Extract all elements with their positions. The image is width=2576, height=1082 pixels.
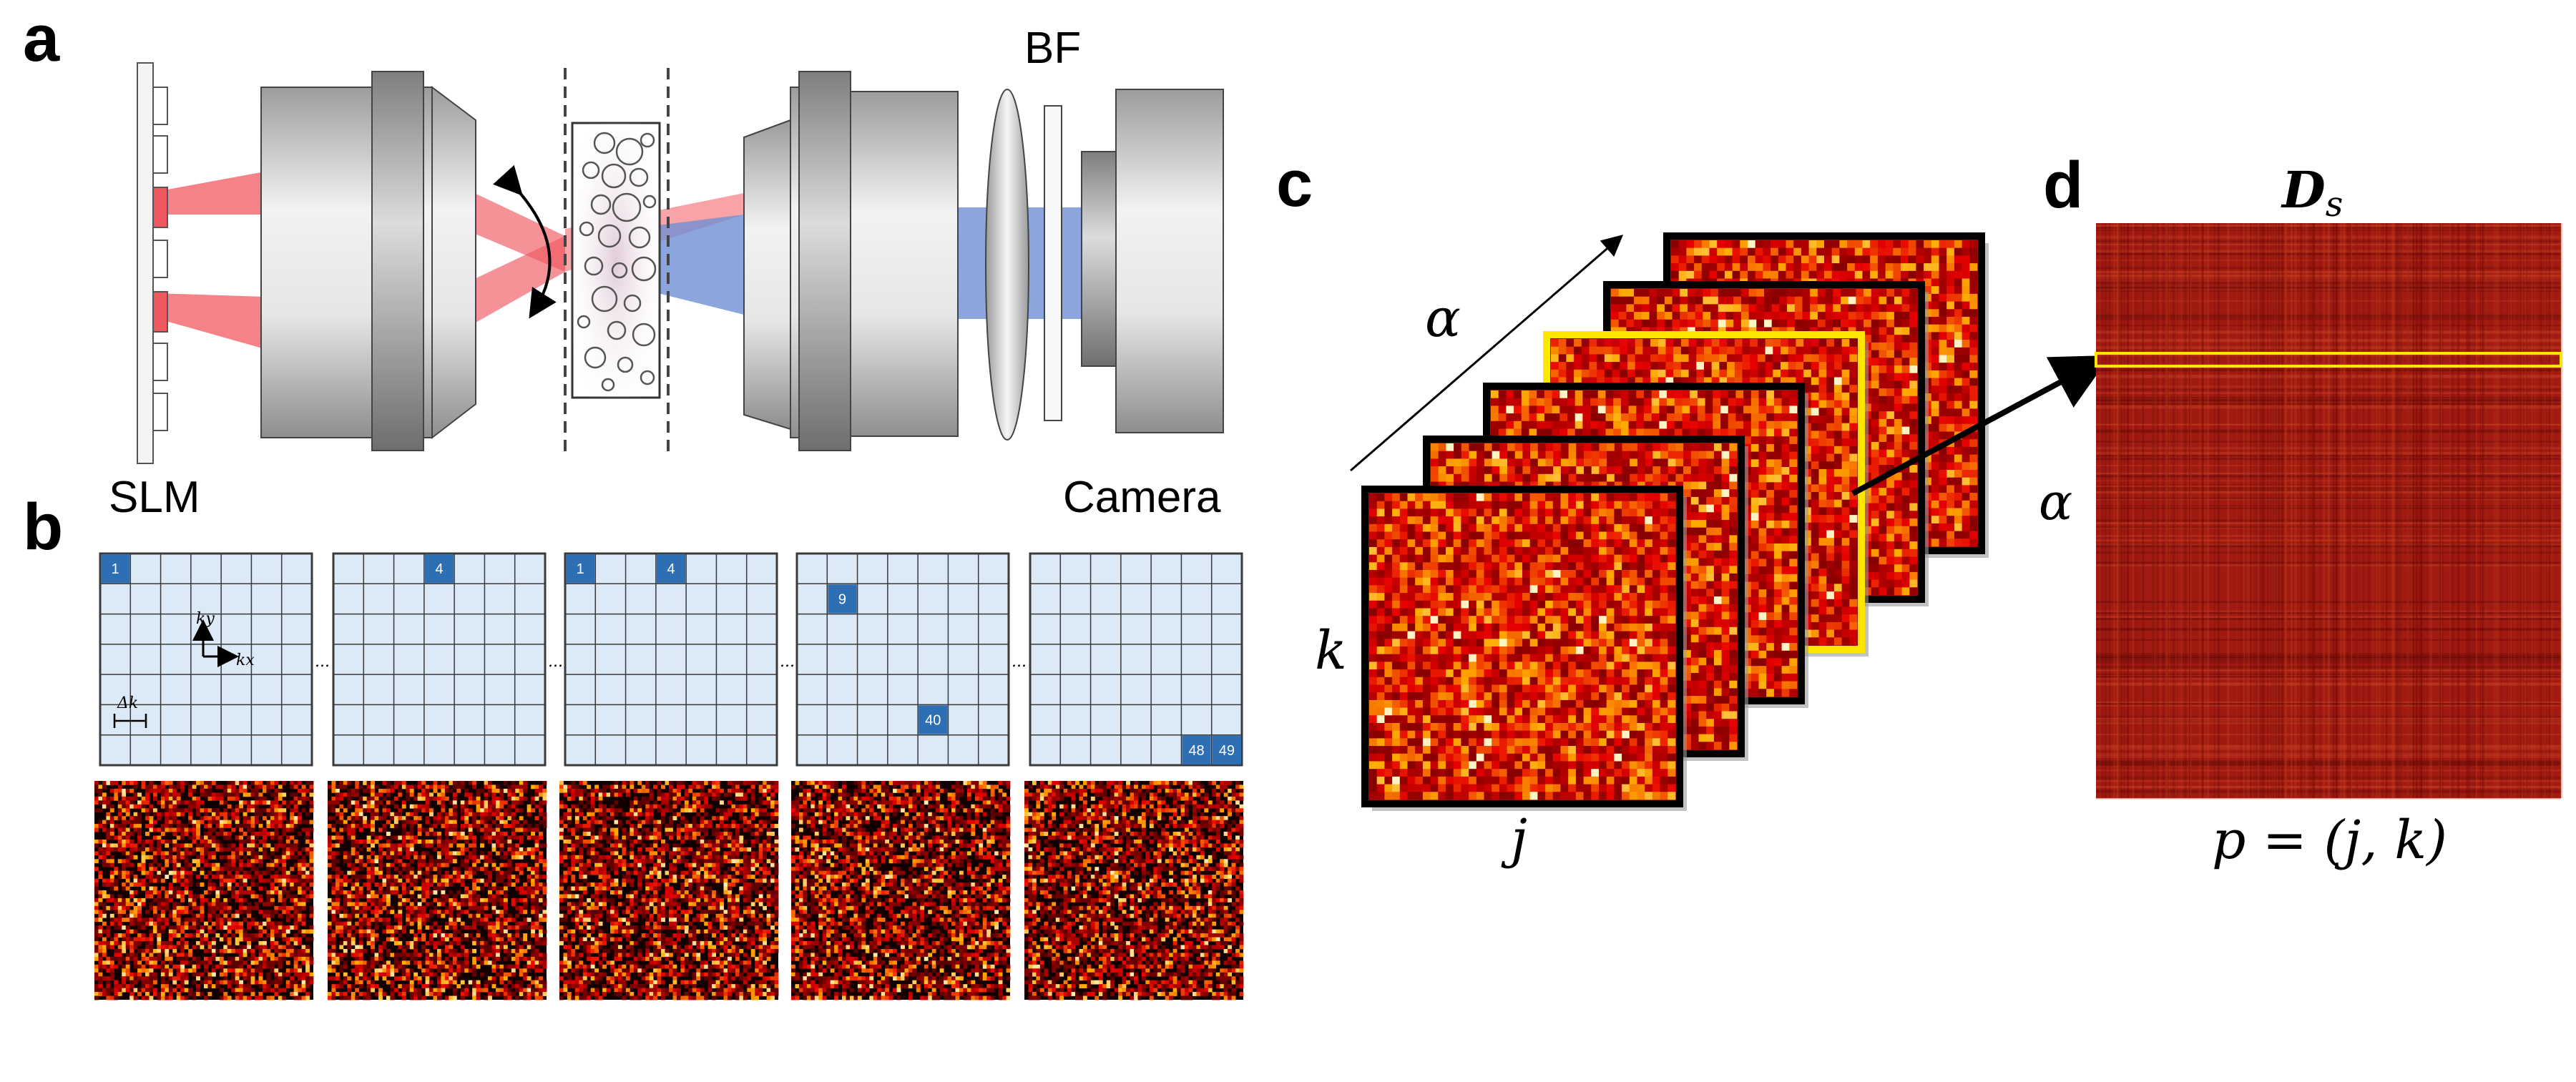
pattern-grid-2: 4 xyxy=(332,552,547,767)
slm-device xyxy=(137,62,168,464)
delta-k-bracket xyxy=(113,714,147,728)
cell-number: 49 xyxy=(1219,743,1235,759)
cell-number: 1 xyxy=(577,561,584,577)
active-cell xyxy=(656,554,686,584)
ellipsis: ... xyxy=(1012,653,1027,671)
k-axis-label: k xyxy=(1315,620,1347,682)
active-cell xyxy=(828,584,857,614)
speckle-image-4 xyxy=(791,781,1011,1000)
panel-a-label: a xyxy=(23,2,60,75)
camera-label: Camera xyxy=(1063,473,1221,522)
matrix-title: Ds xyxy=(2281,160,2343,225)
speckle-image-3 xyxy=(559,781,779,1000)
panel-d-label: d xyxy=(2043,149,2083,222)
speckle-images xyxy=(94,781,1244,1000)
speckle-image-5 xyxy=(1024,781,1244,1000)
slm-label: SLM xyxy=(109,473,200,522)
active-cell xyxy=(566,554,595,584)
image-stack xyxy=(1361,232,1989,811)
cell-number: 40 xyxy=(925,713,941,729)
alpha-axis-label-c: α xyxy=(1425,287,1461,349)
pattern-ellipses: ............ xyxy=(315,653,1027,671)
active-cell xyxy=(1182,735,1211,764)
cell-number: 4 xyxy=(667,561,675,577)
alpha-axis-label-d: α xyxy=(2039,473,2072,531)
cell-number: 48 xyxy=(1188,743,1204,759)
reflection-matrix xyxy=(2096,223,2563,800)
block-filter xyxy=(1044,105,1062,421)
panel-c-label: c xyxy=(1276,147,1313,220)
objective-left xyxy=(260,71,476,451)
panel-a: a SLM xyxy=(23,2,1224,522)
speckle-image-2 xyxy=(328,781,547,1000)
ellipsis: ... xyxy=(780,653,795,671)
matrix-x-label: p = (j, k) xyxy=(2212,810,2447,871)
bf-label: BF xyxy=(1024,24,1081,73)
speckle-image-1 xyxy=(94,781,314,1000)
k-axes xyxy=(192,619,239,667)
active-cell xyxy=(919,705,948,734)
panel-c: c α k j xyxy=(1276,147,2111,870)
stack-to-matrix-arrow xyxy=(1851,355,2111,496)
scattering-sample xyxy=(571,122,661,399)
ellipsis: ... xyxy=(315,653,330,671)
pattern-grid-4: 9 40 xyxy=(795,552,1010,767)
delta-k-label: Δk xyxy=(117,694,138,712)
cell-number: 4 xyxy=(435,561,443,577)
angle-rotation-arrow xyxy=(493,164,557,319)
panel-d: d Ds α p = (j, k) xyxy=(2039,149,2563,871)
kx-label: kx xyxy=(236,651,255,669)
ellipsis: ... xyxy=(548,653,563,671)
tube-lens xyxy=(985,89,1029,441)
cell-number: 9 xyxy=(838,591,846,607)
pattern-grid-5: 48 49 xyxy=(1029,552,1243,767)
pattern-grid-1: 1 xyxy=(99,552,313,767)
j-axis-label: j xyxy=(1501,808,1527,870)
camera-device xyxy=(1081,89,1224,433)
active-cell xyxy=(424,554,454,584)
matrix-highlight-row xyxy=(2095,352,2562,368)
panel-b-label: b xyxy=(23,491,63,564)
ky-label: ky xyxy=(196,610,215,628)
active-cell xyxy=(1212,735,1241,764)
alpha-axis-arrow xyxy=(1350,235,1624,472)
objective-right xyxy=(743,71,959,451)
active-cell xyxy=(101,554,130,584)
cell-number: 1 xyxy=(112,561,119,577)
stack-frame-6 xyxy=(1361,486,1687,811)
